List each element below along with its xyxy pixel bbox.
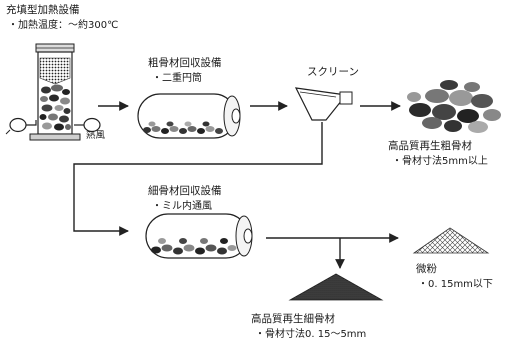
heater-feed-zone xyxy=(39,57,71,85)
fine-recovery-title: 細骨材回収設備 xyxy=(148,185,222,197)
heater-base xyxy=(29,133,81,141)
hot-air-label: 熱風 xyxy=(86,130,106,141)
fine-recovery-spec: ・ミル内通風 xyxy=(152,201,212,212)
fines-spec: ・0. 15mm以下 xyxy=(418,279,493,290)
coarse-product-spec: ・骨材寸法5mm以上 xyxy=(392,156,488,167)
fine-product-spec: ・骨材寸法0. 15～5mm xyxy=(255,329,367,340)
heater-aggregate xyxy=(39,84,71,131)
heater-temperature-spec: ・加熱温度：～約300℃ xyxy=(8,20,119,31)
screen-icon xyxy=(294,87,353,121)
coarse-recovery-drum xyxy=(137,93,241,139)
fines-title: 微粉 xyxy=(416,263,437,275)
fine-powder-pile xyxy=(412,227,490,254)
coarse-recovery-title: 粗骨材回収設備 xyxy=(148,57,222,69)
heating-unit xyxy=(5,43,101,141)
screen-label: スクリーン xyxy=(307,66,359,78)
fine-recovery-mill xyxy=(145,213,253,259)
coarse-aggregate-pile xyxy=(407,80,501,133)
blower-left-icon xyxy=(5,117,37,135)
mill-aggregate xyxy=(151,238,237,255)
blower-right-icon xyxy=(74,117,101,133)
fine-product-title: 高品質再生細骨材 xyxy=(251,313,335,325)
arrow-screen-to-fine-recovery xyxy=(73,122,323,236)
coarse-drum-aggregate xyxy=(143,121,223,134)
fine-aggregate-pile xyxy=(288,273,384,301)
heater-title: 充填型加熱設備 xyxy=(6,4,80,16)
coarse-recovery-spec: ・二重円筒 xyxy=(152,73,202,84)
coarse-product-title: 高品質再生粗骨材 xyxy=(388,140,472,152)
